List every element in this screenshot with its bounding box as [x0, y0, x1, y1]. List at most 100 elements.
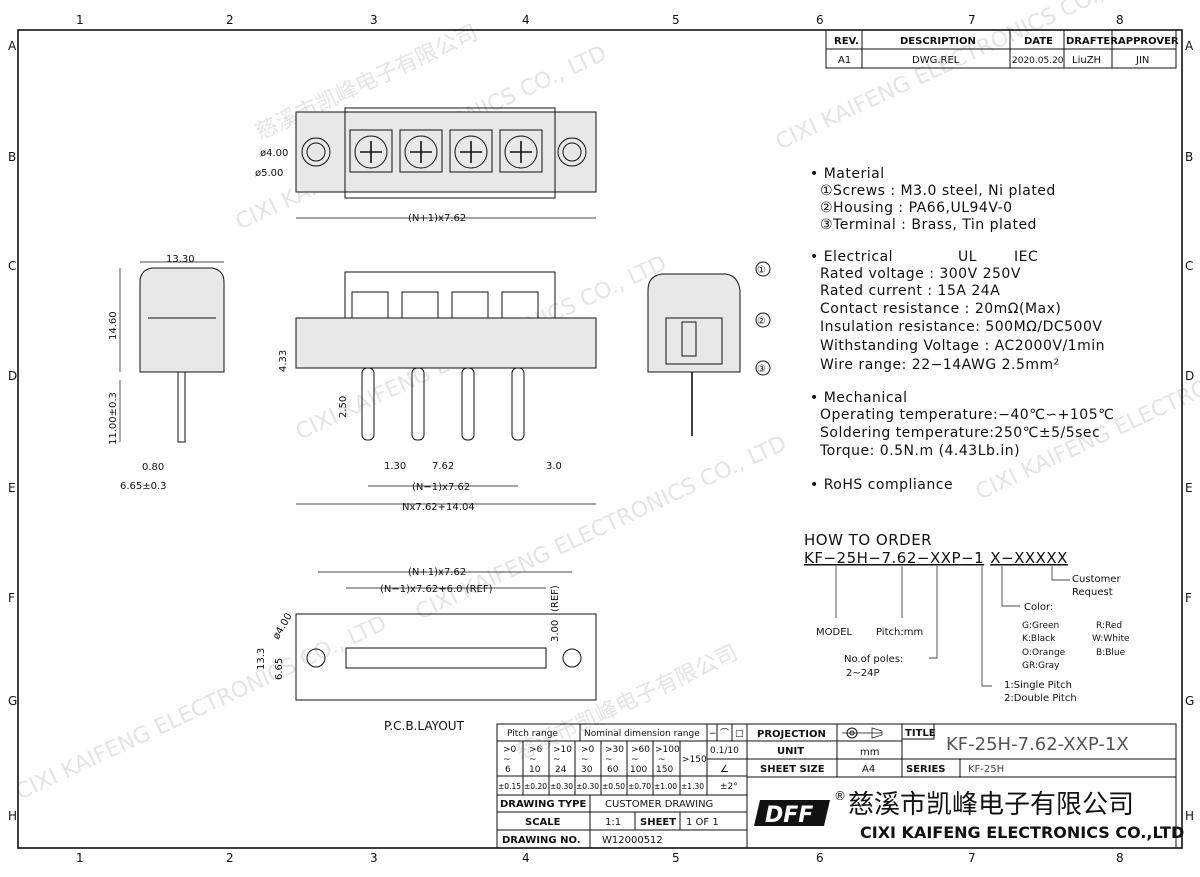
drafter-header: DRAFTER [1066, 36, 1118, 47]
svg-text:60: 60 [607, 765, 619, 775]
row-label: H [1185, 809, 1194, 823]
svg-text:>150: >150 [682, 755, 707, 765]
spec-line: Rated voltage : 300V 250V [820, 266, 1021, 282]
spec-line: Insulation resistance: 500MΩ/DC500V [820, 319, 1102, 335]
spec-line: Withstanding Voltage : AC2000V/1min [820, 338, 1105, 354]
mechanical-title: • Mechanical [810, 390, 907, 406]
svg-text:±0.50: ±0.50 [602, 782, 625, 791]
row-label: G [8, 694, 17, 708]
row-label: A [8, 39, 17, 53]
specifications: • Material ①Screws : M3.0 steel, Ni plat… [810, 166, 1114, 493]
svg-text:>0: >0 [503, 745, 517, 755]
title-block: Pitch range Nominal dimension range − ⌒ … [496, 723, 1184, 849]
sheet-label: SHEET [640, 817, 676, 828]
col-label: 3 [370, 13, 378, 27]
col-label: 4 [522, 13, 530, 27]
svg-text:10: 10 [529, 765, 541, 775]
dim-label: 6.65±0.3 [120, 481, 167, 492]
col-label: 8 [1116, 13, 1124, 27]
spec-line: Soldering temperature:250℃±5/5sec [820, 425, 1100, 441]
pitch-range-header: Pitch range [507, 729, 558, 739]
model-label: MODEL [816, 627, 853, 638]
dim-label: (N−1)x7.62+6.0 (REF) [380, 584, 493, 595]
linear-tolerance: 0.1/10 [710, 746, 739, 756]
row-label: E [8, 481, 16, 495]
svg-text:±1.30: ±1.30 [681, 782, 704, 791]
tolerance-symbol: ⌒ [720, 728, 729, 739]
col-label: 8 [1116, 851, 1124, 865]
color-option: O:Orange [1022, 648, 1066, 658]
col-label: 7 [968, 13, 976, 27]
row-label: D [1185, 369, 1194, 383]
spec-line: ③Terminal : Brass, Tin plated [820, 217, 1037, 233]
customer-label: Request [1072, 587, 1113, 598]
row-label: F [8, 591, 15, 605]
dim-label: 13.30 [166, 254, 195, 265]
svg-text:±0.20: ±0.20 [524, 782, 547, 791]
poles-label: No.of poles: [844, 654, 903, 665]
col-label: 2 [226, 13, 234, 27]
approver-header: APPROVER [1118, 36, 1179, 47]
svg-text:30: 30 [581, 765, 593, 775]
grid-labels: 1 2 3 4 5 6 7 8 1 2 3 4 5 6 7 8 A B C D … [8, 13, 1194, 865]
company-name-cn: 慈溪市凯峰电子有限公司 [848, 790, 1134, 820]
row-label: C [1185, 259, 1193, 273]
svg-text:~: ~ [553, 755, 561, 765]
spec-line: Rated current : 15A 24A [820, 283, 1000, 299]
color-option: K:Black [1022, 634, 1056, 644]
svg-text:±0.30: ±0.30 [576, 782, 599, 791]
scale-label: SCALE [525, 817, 561, 828]
color-title: Color: [1024, 602, 1053, 613]
svg-text:±0.15: ±0.15 [498, 782, 521, 791]
registered-mark: ® [834, 789, 846, 803]
spec-line: ②Housing : PA66,UL94V-0 [820, 200, 1013, 216]
poles-range: 2~24P [846, 668, 880, 679]
dim-label: (REF) [550, 585, 561, 612]
spec-line: Contact resistance : 20mΩ(Max) [820, 301, 1061, 317]
color-option: R:Red [1096, 621, 1122, 631]
watermark-text: CIXI KAIFENG ELECTRONICS CO., LTD [412, 431, 791, 625]
spec-line: ①Screws : M3.0 steel, Ni plated [820, 183, 1056, 199]
row-label: H [8, 809, 17, 823]
watermark-text: CIXI KAIFENG ELECTRONICS CO., LTD [772, 0, 1151, 155]
col-label: 6 [816, 851, 824, 865]
dim-label: 6.65 [274, 658, 285, 680]
col-label: 2 [226, 851, 234, 865]
row-label: C [8, 259, 16, 273]
col-label: 3 [370, 851, 378, 865]
side-view: 13.30 14.60 11.00±0.3 0.80 6.65±0.3 [108, 254, 225, 492]
title-label: TITLE [905, 728, 936, 739]
dim-label: 4.33 [278, 350, 289, 372]
unit-value: mm [860, 747, 879, 758]
description-value: DWG.REL [912, 55, 960, 66]
svg-text:6: 6 [505, 765, 511, 775]
revision-table: REV. DESCRIPTION DATE DRAFTER APPROVER A… [825, 29, 1179, 69]
svg-text:>10: >10 [553, 745, 572, 755]
svg-text:±0.70: ±0.70 [628, 782, 651, 791]
spec-line: Operating temperature:−40℃∽+105℃ [820, 407, 1114, 423]
row-label: D [8, 369, 17, 383]
dim-label: 2.50 [338, 396, 349, 418]
svg-text:>6: >6 [529, 745, 543, 755]
callout-3: ③ [757, 364, 766, 375]
row-label: F [1185, 591, 1192, 605]
svg-text:>0: >0 [581, 745, 595, 755]
ul-header: UL [958, 249, 977, 265]
projection-label: PROJECTION [757, 729, 826, 740]
dim-label: 7.62 [432, 461, 454, 472]
series-value: KF-25H [968, 764, 1004, 775]
svg-text:~: ~ [529, 755, 537, 765]
description-header: DESCRIPTION [900, 36, 976, 47]
tolerance-symbol: − [709, 729, 717, 739]
drawing-type-label: DRAWING TYPE [500, 799, 586, 810]
drawing-type: CUSTOMER DRAWING [605, 799, 713, 810]
col-label: 4 [522, 851, 530, 865]
color-option: G:Green [1022, 621, 1059, 631]
svg-text:DFF: DFF [765, 803, 813, 828]
row-label: G [1185, 694, 1194, 708]
drawing-no-label: DRAWING NO. [502, 835, 581, 846]
scale-value: 1:1 [605, 817, 621, 828]
svg-text:~: ~ [605, 755, 613, 765]
